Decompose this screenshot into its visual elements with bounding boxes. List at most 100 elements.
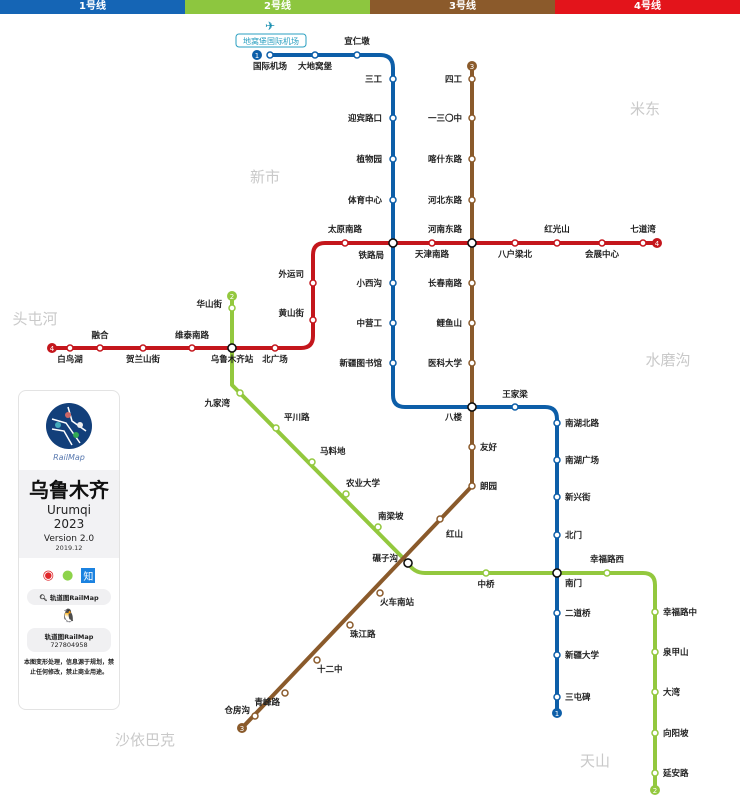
station-幸福路西[interactable] bbox=[603, 569, 611, 577]
station-友好[interactable] bbox=[468, 443, 476, 451]
station-河南东路[interactable] bbox=[467, 238, 477, 248]
legend-line-1: 1号线 bbox=[0, 0, 185, 14]
station-八户梁北[interactable] bbox=[511, 239, 519, 247]
station-农业大学[interactable] bbox=[342, 490, 350, 498]
station-label: 南湖广场 bbox=[565, 455, 600, 466]
station-国际机场[interactable] bbox=[266, 51, 274, 59]
station-label: 新兴街 bbox=[565, 492, 591, 503]
station-南门[interactable] bbox=[552, 568, 562, 578]
station-label: 北门 bbox=[565, 530, 582, 541]
station-四工[interactable] bbox=[468, 75, 476, 83]
station-贺兰山街[interactable] bbox=[139, 344, 147, 352]
station-喀什东路[interactable] bbox=[468, 155, 476, 163]
station-三工[interactable] bbox=[389, 75, 397, 83]
zhihu-icon[interactable]: 知 bbox=[81, 568, 96, 583]
station-label: 乌鲁木齐站 bbox=[211, 354, 254, 365]
station-鲤鱼山[interactable] bbox=[468, 319, 476, 327]
station-泉甲山[interactable] bbox=[651, 648, 659, 656]
station-中营工[interactable] bbox=[389, 319, 397, 327]
line-3-terminal-badge bbox=[237, 723, 247, 733]
station-红山[interactable] bbox=[436, 515, 444, 523]
station-label: 植物园 bbox=[355, 154, 382, 165]
station-幸福路中[interactable] bbox=[651, 608, 659, 616]
station-大地窝堡[interactable] bbox=[311, 51, 319, 59]
line-3-terminal-badge bbox=[467, 61, 477, 71]
station-延安路[interactable] bbox=[651, 769, 659, 777]
line-2-terminal-badge bbox=[650, 785, 660, 795]
station-乌鲁木齐站[interactable] bbox=[227, 343, 237, 353]
station-大湾[interactable] bbox=[651, 688, 659, 696]
station-仓房沟[interactable] bbox=[251, 712, 259, 720]
station-南梁坡[interactable] bbox=[374, 523, 382, 531]
station-朗园[interactable] bbox=[468, 482, 476, 490]
station-南湖北路[interactable] bbox=[553, 419, 561, 427]
station-红光山[interactable] bbox=[553, 239, 561, 247]
line-1-terminal-badge bbox=[252, 50, 262, 60]
airplane-icon: ✈ bbox=[265, 19, 275, 33]
line-number: 2 bbox=[230, 293, 234, 301]
legend-line-2: 2号线 bbox=[185, 0, 370, 14]
station-向阳坡[interactable] bbox=[651, 729, 659, 737]
station-label: 朗园 bbox=[480, 481, 497, 492]
station-天津南路[interactable] bbox=[428, 239, 436, 247]
station-label: 天津南路 bbox=[415, 249, 450, 260]
station-火车南站[interactable] bbox=[376, 589, 384, 597]
station-外运司[interactable] bbox=[309, 279, 317, 287]
station-太原南路[interactable] bbox=[341, 239, 349, 247]
district-label: 新市 bbox=[250, 168, 280, 186]
weibo-icon[interactable]: ◉ bbox=[42, 568, 54, 583]
station-医科大学[interactable] bbox=[468, 359, 476, 367]
station-十二中[interactable] bbox=[313, 656, 321, 664]
wechat-icon[interactable]: ● bbox=[62, 568, 74, 583]
station-二道桥[interactable] bbox=[553, 609, 561, 617]
station-小西沟[interactable] bbox=[389, 279, 397, 287]
station-华山街[interactable] bbox=[228, 304, 236, 312]
station-黄山街[interactable] bbox=[309, 316, 317, 324]
station-白鸟湖[interactable] bbox=[66, 344, 74, 352]
station-label: 十二中 bbox=[317, 664, 343, 675]
station-label: 迎宾路口 bbox=[348, 113, 382, 124]
station-label: 农业大学 bbox=[345, 478, 381, 489]
station-北广场[interactable] bbox=[271, 344, 279, 352]
station-新兴街[interactable] bbox=[553, 493, 561, 501]
station-九家湾[interactable] bbox=[236, 389, 244, 397]
station-植物园[interactable] bbox=[389, 155, 397, 163]
search-railmap[interactable]: 🔍︎ 轨道图RailMap bbox=[27, 589, 111, 605]
station-三屯碑[interactable] bbox=[553, 693, 561, 701]
city-name-cn: 乌鲁木齐 bbox=[29, 478, 109, 502]
station-八楼[interactable] bbox=[467, 402, 477, 412]
station-马料地[interactable] bbox=[308, 458, 316, 466]
station-会展中心[interactable] bbox=[598, 239, 606, 247]
station-平川路[interactable] bbox=[272, 424, 280, 432]
station-七道湾[interactable] bbox=[639, 239, 647, 247]
station-label: 王家梁 bbox=[502, 389, 528, 400]
station-中桥[interactable] bbox=[482, 569, 490, 577]
station-长春南路[interactable] bbox=[468, 279, 476, 287]
station-迎宾路口[interactable] bbox=[389, 114, 397, 122]
station-label: 红山 bbox=[446, 529, 463, 540]
qq-group[interactable]: 轨道图RailMap 727804958 bbox=[27, 628, 111, 652]
station-新疆图书馆[interactable] bbox=[389, 359, 397, 367]
station-南湖广场[interactable] bbox=[553, 456, 561, 464]
station-河北东路[interactable] bbox=[468, 196, 476, 204]
station-铁路局[interactable] bbox=[388, 238, 398, 248]
search-label: 轨道图RailMap bbox=[49, 594, 99, 602]
station-label: 外运司 bbox=[277, 269, 304, 280]
line-1-terminal-badge bbox=[552, 708, 562, 718]
station-珠江路[interactable] bbox=[346, 621, 354, 629]
station-体育中心[interactable] bbox=[389, 196, 397, 204]
station-青峰路[interactable] bbox=[281, 689, 289, 697]
station-宣仁墩[interactable] bbox=[353, 51, 361, 59]
station-北门[interactable] bbox=[553, 531, 561, 539]
map-year: 2023 bbox=[53, 517, 85, 531]
qq-icon[interactable]: 🐧 bbox=[60, 609, 78, 624]
line-number: 4 bbox=[50, 345, 55, 353]
station-一三〇中[interactable] bbox=[468, 114, 476, 122]
station-新疆大学[interactable] bbox=[553, 651, 561, 659]
station-王家梁[interactable] bbox=[511, 403, 519, 411]
station-label: 九家湾 bbox=[203, 398, 230, 409]
station-融合[interactable] bbox=[96, 344, 104, 352]
station-维泰南路[interactable] bbox=[188, 344, 196, 352]
station-碾子沟[interactable] bbox=[403, 558, 413, 568]
station-label: 华山街 bbox=[196, 299, 222, 310]
